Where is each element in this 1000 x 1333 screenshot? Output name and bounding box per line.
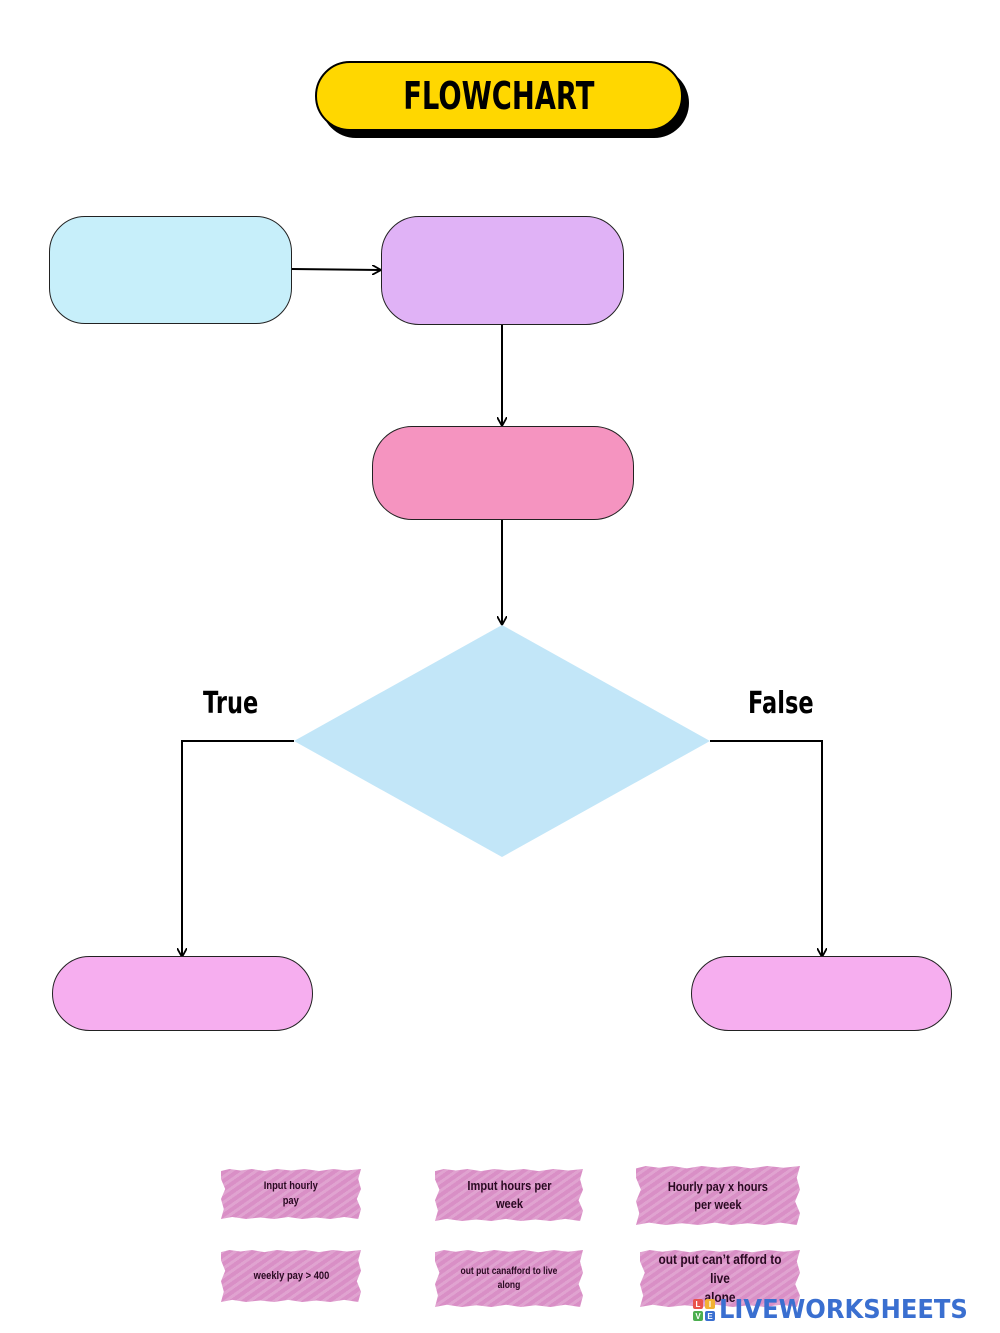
chip-text-line1: out put canafford to live (460, 1266, 558, 1277)
chip-text-line1: Hourly pay x hours (667, 1178, 769, 1194)
false-output-box[interactable] (691, 956, 952, 1031)
title-pill: FLOWCHART (315, 61, 683, 131)
chip-text-line2: per week (694, 1196, 742, 1212)
chip-text-line2: pay (282, 1195, 300, 1207)
arrow-false-branch (710, 740, 822, 956)
page-title: FLOWCHART (403, 74, 595, 118)
chip-text-line1: out put can’t afford to live (658, 1251, 782, 1287)
true-label: True (203, 686, 259, 721)
input-hourly-box[interactable] (49, 216, 292, 324)
logo-letter: E (705, 1311, 715, 1321)
false-label: False (748, 686, 814, 721)
answer-chip-can-afford[interactable]: out put canafford to live along (435, 1250, 583, 1307)
chip-text-line1: Imput hours per (466, 1178, 552, 1194)
chip-text-line2: week (495, 1196, 523, 1211)
process-box[interactable] (372, 426, 634, 520)
logo-letter: I (705, 1299, 715, 1309)
chip-text-line1: Input hourly (263, 1180, 318, 1193)
logo-letter: V (693, 1311, 703, 1321)
logo-mark-icon: L I V E (693, 1299, 715, 1321)
true-output-box[interactable] (52, 956, 313, 1031)
answer-chip-multiply[interactable]: Hourly pay x hours per week (636, 1166, 800, 1225)
answer-chip-input-hours[interactable]: Imput hours per week (435, 1169, 583, 1221)
arrow-true-branch (182, 740, 294, 956)
input-hours-box[interactable] (381, 216, 624, 325)
liveworksheets-logo: L I V E LIVEWORKSHEETS (693, 1293, 987, 1327)
title-banner: FLOWCHART (315, 61, 690, 139)
arrow-input1-to-input2 (291, 269, 380, 270)
answer-chip-input-hourly[interactable]: Input hourly pay (221, 1169, 361, 1219)
chip-text-line2: along (497, 1279, 521, 1291)
logo-text: LIVEWORKSHEETS (719, 1295, 968, 1325)
chip-text-line1: weekly pay > 400 (253, 1269, 329, 1282)
logo-letter: L (693, 1299, 703, 1309)
answer-chip-condition[interactable]: weekly pay > 400 (221, 1250, 361, 1302)
decision-diamond[interactable] (294, 625, 710, 857)
